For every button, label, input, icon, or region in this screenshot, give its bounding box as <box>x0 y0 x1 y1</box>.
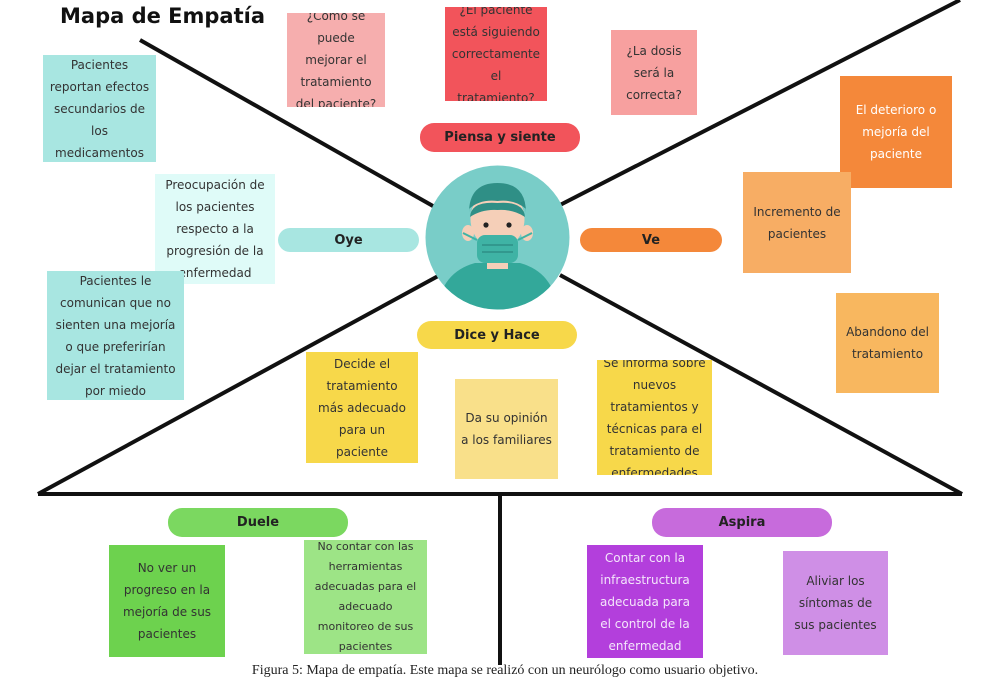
section-label-piensa: Piensa y siente <box>420 123 580 152</box>
line-upper-left <box>139 38 441 212</box>
note-dice-1: Decide el tratamiento más adecuado para … <box>306 352 418 463</box>
section-label-duele: Duele <box>168 508 348 537</box>
note-ve-2: Incremento de pacientes <box>743 172 851 273</box>
note-dice-2: Da su opinión a los familiares <box>455 379 558 479</box>
note-oye-2: Preocupación de los pacientes respecto a… <box>155 174 275 284</box>
section-label-ve: Ve <box>580 228 722 252</box>
note-piensa-1: ¿Cómo se puede mejorar el tratamiento de… <box>287 13 385 107</box>
note-oye-3: Pacientes le comunican que no sienten un… <box>47 271 184 400</box>
section-label-dice: Dice y Hace <box>417 321 577 349</box>
note-duele-1: No ver un progreso en la mejoría de sus … <box>109 545 225 657</box>
note-ve-3: Abandono del tratamiento <box>836 293 939 393</box>
note-dice-3: Se informa sobre nuevos tratamientos y t… <box>597 360 712 475</box>
note-oye-1: Pacientes reportan efectos secundarios d… <box>43 55 156 162</box>
note-piensa-3: ¿La dosis será la correcta? <box>611 30 697 115</box>
line-lower-right <box>559 273 963 496</box>
line-upper-right <box>559 0 961 207</box>
note-duele-2: No contar con las herramientas adecuadas… <box>304 540 427 654</box>
doctor-avatar <box>425 165 570 310</box>
line-lower-left <box>37 273 441 496</box>
page-title: Mapa de Empatía <box>60 4 266 28</box>
note-aspira-1: Contar con la infraestructura adecuada p… <box>587 545 703 658</box>
note-aspira-2: Aliviar los síntomas de sus pacientes <box>783 551 888 655</box>
section-label-oye: Oye <box>278 228 419 252</box>
note-ve-1: El deterioro o mejoría del paciente <box>840 76 952 188</box>
section-label-aspira: Aspira <box>652 508 832 537</box>
note-piensa-2: ¿El paciente está siguiendo correctament… <box>445 7 547 101</box>
figure-caption: Figura 5: Mapa de empatía. Este mapa se … <box>251 663 759 678</box>
